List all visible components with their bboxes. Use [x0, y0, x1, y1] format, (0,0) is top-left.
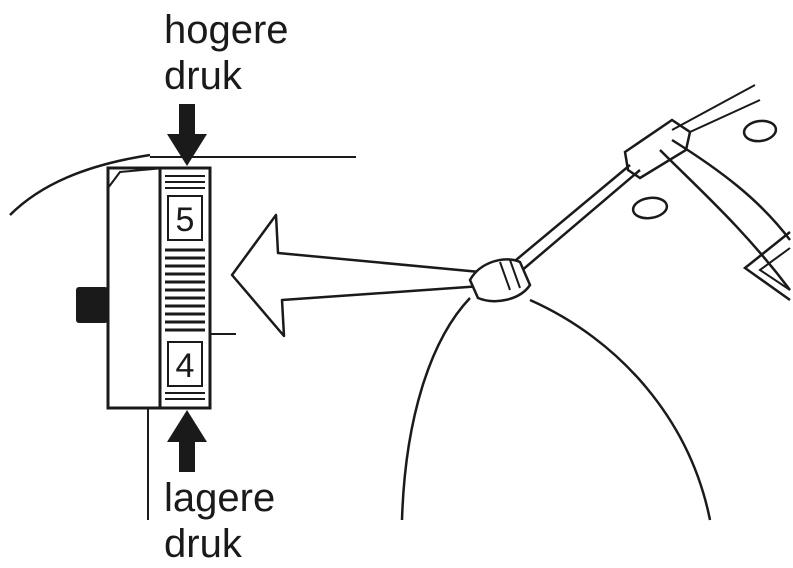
label-higher-pressure-line2: druk [164, 54, 242, 98]
dial-number-upper: 5 [176, 201, 195, 239]
machine-hole-2 [631, 196, 669, 220]
thread-guide-clip [623, 118, 692, 180]
label-higher-pressure-line1: hogere [164, 8, 289, 52]
dial-number-lower: 4 [176, 347, 195, 385]
machine-side-panel [742, 231, 791, 302]
dial-side-knob [76, 287, 108, 323]
thread-guide-bar [509, 164, 641, 273]
label-lower-pressure-line1: lagere [164, 476, 276, 520]
dial-ridges-bottom [165, 392, 205, 400]
machine-body-right-curve [529, 298, 712, 521]
arrow-down-icon [167, 104, 207, 166]
dial-housing [106, 166, 166, 410]
zoom-arrow-left-icon [230, 213, 484, 338]
label-lower-pressure-line2: druk [164, 522, 242, 566]
dial-ridges-middle [165, 248, 205, 332]
dial-housing-top-bevel [107, 167, 165, 189]
tension-dial: 5 4 [76, 166, 236, 410]
overview-tension-dial [468, 258, 532, 303]
sewing-machine-overview [400, 84, 791, 521]
dial-number-window-lower [167, 341, 203, 387]
machine-top-curve [671, 138, 791, 241]
machine-side-panel-detail [758, 247, 791, 291]
thread-line [671, 84, 761, 133]
arrow-up-icon [167, 410, 207, 472]
machine-body-left-curve [400, 297, 471, 521]
machine-top-curve-inner [659, 149, 791, 291]
machine-hole-1 [742, 119, 778, 143]
dial-number-window-upper [167, 195, 203, 241]
dial-ridges-top [165, 175, 205, 189]
machine-body-curve-left [9, 153, 151, 216]
